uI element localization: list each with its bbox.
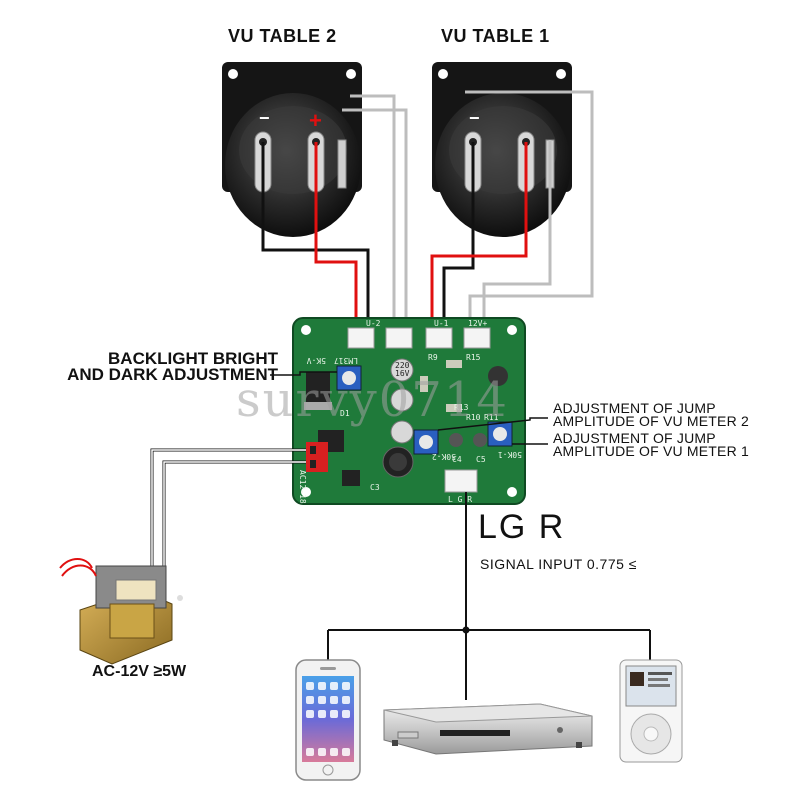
ipod-icon xyxy=(619,659,683,763)
meter1-amplitude-label: ADJUSTMENT OF JUMP AMPLITUDE OF VU METER… xyxy=(553,430,749,459)
silk-50k1: 50K-1 xyxy=(498,450,522,459)
vu2-plus-terminal: + xyxy=(309,108,322,133)
vu-table-1-label: VU TABLE 1 xyxy=(441,26,550,46)
meter2-label-line2: AMPLITUDE OF VU METER 2 xyxy=(553,413,749,429)
signal-bus xyxy=(327,492,651,700)
silk-r13: R13 xyxy=(454,403,469,412)
vu-table-2-label: VU TABLE 2 xyxy=(228,26,337,46)
silk-ac12-18: AC12-18 xyxy=(298,470,307,504)
silk-12v: 12V+ xyxy=(468,319,487,328)
silk-r9: R9 xyxy=(428,353,438,362)
vu-meter-2 xyxy=(222,62,362,237)
power-wires-inner xyxy=(151,449,306,590)
power-wires xyxy=(150,448,306,590)
vu-meter-1 xyxy=(432,62,572,237)
vu2-minus-terminal: − xyxy=(259,108,270,128)
signal-input-label: SIGNAL INPUT 0.775 ≤ xyxy=(480,556,637,572)
silk-c5: C5 xyxy=(476,455,486,464)
meter1-label-line2: AMPLITUDE OF VU METER 1 xyxy=(553,443,749,459)
silk-r15: R15 xyxy=(466,353,481,362)
silk-220: 220 xyxy=(395,361,410,370)
silk-r11: R11 xyxy=(484,413,499,422)
meter-wires xyxy=(261,90,594,330)
silk-u2: U-2 xyxy=(366,319,381,328)
board-silkscreen: LM317 5K-V 50K-1 50K-2 AC12-18 U-1 U-2 1… xyxy=(298,319,522,504)
silk-d1: D1 xyxy=(340,409,350,418)
meter2-amplitude-label: ADJUSTMENT OF JUMP AMPLITUDE OF VU METER… xyxy=(553,400,749,429)
silk-5kv: 5K-V xyxy=(307,356,326,365)
meter1-label-line1: ADJUSTMENT OF JUMP xyxy=(553,430,716,446)
silk-50k2: 50K-2 xyxy=(432,452,456,461)
vu1-minus-terminal: − xyxy=(469,108,480,128)
silk-lgr: L G R xyxy=(448,495,472,504)
cd-player-icon xyxy=(383,703,593,755)
driver-board xyxy=(292,317,526,505)
smartphone-icon xyxy=(295,659,361,781)
silk-lm317: LM317 xyxy=(334,356,358,365)
power-spec-label: AC-12V ≥5W xyxy=(92,663,187,680)
signal-junction xyxy=(462,626,470,634)
transformer xyxy=(59,558,183,665)
backlight-label-line2: AND DARK ADJUSTMENT xyxy=(67,365,278,384)
silk-u1: U-1 xyxy=(434,319,449,328)
silk-c4: C4 xyxy=(452,455,462,464)
meter2-label-line1: ADJUSTMENT OF JUMP xyxy=(553,400,716,416)
backlight-adjustment-label: BACKLIGHT BRIGHT AND DARK ADJUSTMENT xyxy=(67,349,278,384)
silk-r10: R10 xyxy=(466,413,481,422)
signal-channels-label: LG R xyxy=(478,508,566,546)
silk-16v: 16V xyxy=(395,369,410,378)
silk-c3: C3 xyxy=(370,483,380,492)
backlight-label-line1: BACKLIGHT BRIGHT xyxy=(108,349,278,368)
annotation-lines xyxy=(270,371,548,445)
